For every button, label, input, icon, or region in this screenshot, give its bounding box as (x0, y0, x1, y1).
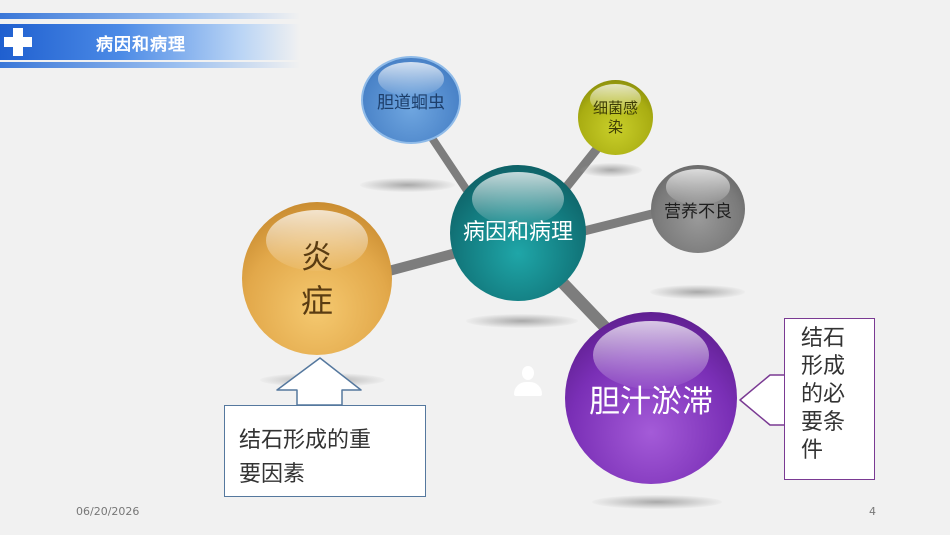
shadow-roundworm (360, 178, 455, 192)
page-title: 病因和病理 (96, 35, 186, 55)
person-icon (512, 366, 544, 398)
shadow-center (466, 314, 578, 328)
right-callout-arrow-icon (739, 374, 785, 426)
node-center: 病因和病理 (450, 165, 586, 301)
node-center-label: 病因和病理 (462, 220, 573, 245)
shadow-malnutrition (650, 285, 745, 299)
medical-cross-icon (4, 28, 32, 56)
footer-date: 06/20/2026 (76, 505, 140, 518)
header-bottom-stripe (0, 62, 300, 68)
note-right: 结石 形成 的必 要条 件 (784, 318, 875, 480)
note-left: 结石形成的重要因素 (224, 405, 426, 497)
node-roundworm-label: 胆道蛔虫 (377, 92, 445, 113)
node-bile-stasis: 胆汁淤滞 (565, 312, 737, 484)
header-band (0, 24, 300, 60)
shadow-infection (580, 163, 642, 177)
node-malnutrition-label: 营养不良 (664, 201, 732, 222)
node-infection-label: 细菌感染 (592, 98, 638, 136)
node-roundworm: 胆道蛔虫 (361, 56, 461, 144)
node-inflammation: 炎症 (242, 202, 392, 355)
page-number: 4 (869, 505, 876, 518)
header-top-stripe (0, 13, 300, 19)
node-malnutrition: 营养不良 (651, 165, 745, 253)
shadow-bile-stasis (592, 495, 722, 509)
node-inflammation-label: 炎症 (300, 237, 333, 320)
left-callout-arrow-icon (276, 357, 362, 406)
node-bile-stasis-label: 胆汁淤滞 (589, 383, 713, 420)
connector-inflammation (380, 247, 465, 277)
node-infection: 细菌感染 (578, 80, 653, 155)
connector-malnutrition (575, 207, 665, 237)
